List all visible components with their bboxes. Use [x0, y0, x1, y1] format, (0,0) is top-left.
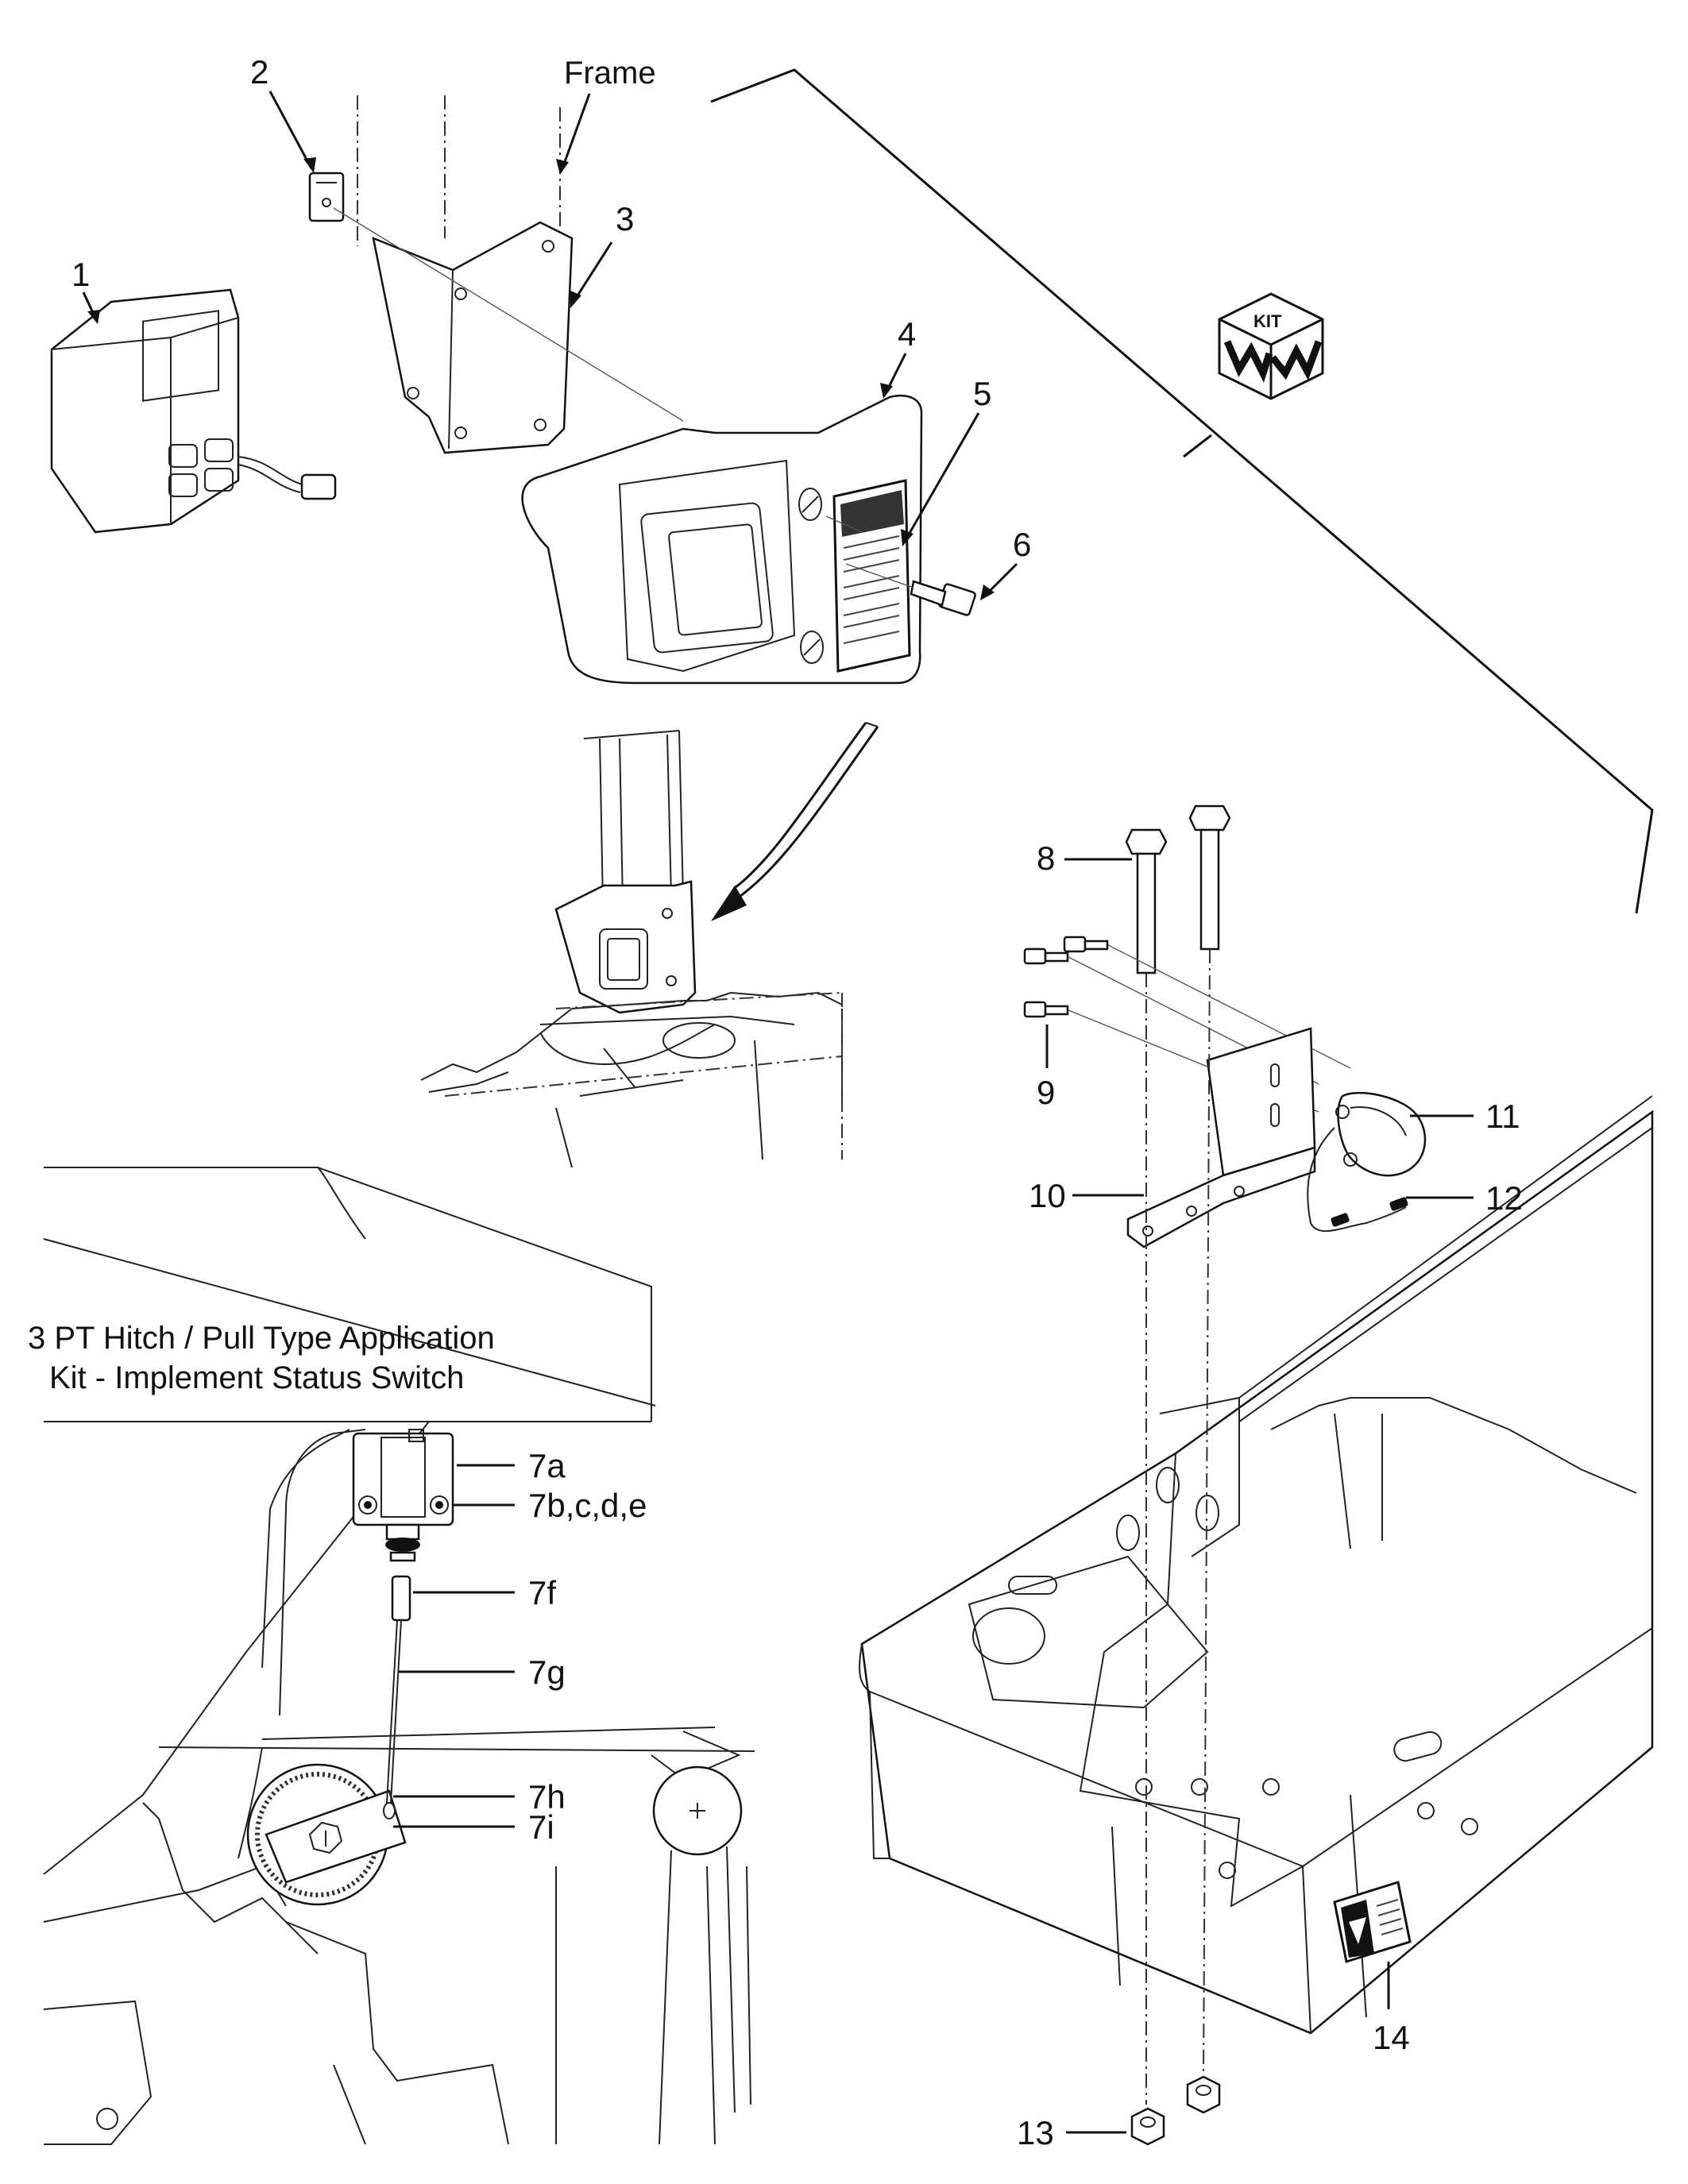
clip-item-2: [308, 172, 345, 222]
callout-group-hitch: 7a 7b,c,d,e 7f 7g 7h 7i: [393, 1447, 647, 1846]
decal-item-5: [825, 479, 911, 673]
switch-item-11: [1335, 1091, 1427, 1177]
callout-7f: 7f: [528, 1574, 556, 1611]
callout-14: 14: [1373, 2019, 1410, 2056]
callout-1: 1: [71, 256, 90, 293]
bracket-item-10: [1126, 1027, 1316, 1248]
kit-cube-icon: KIT: [1218, 292, 1324, 400]
callout-7h: 7h: [528, 1778, 566, 1815]
callout-3: 3: [616, 200, 634, 237]
frame-label: Frame: [564, 56, 656, 91]
angle-bracket-item-3: [333, 207, 684, 454]
caption-line-1: 3 PT Hitch / Pull Type Application: [28, 1321, 495, 1356]
installed-view: [420, 722, 879, 1168]
hitch-view: [43, 1167, 755, 2145]
callout-5: 5: [973, 375, 991, 412]
frame-phantom: [357, 95, 561, 246]
callout-11: 11: [1485, 1098, 1520, 1135]
kit-icon-text: KIT: [1253, 311, 1282, 331]
callout-7i: 7i: [528, 1808, 554, 1846]
callout-group-top: 2 Frame 3 1 4 5 6: [71, 53, 1031, 600]
callout-2: 2: [250, 53, 268, 91]
mount-plate-item-4: [521, 394, 923, 685]
caption-line-2: Kit - Implement Status Switch: [49, 1360, 464, 1395]
callout-7a: 7a: [528, 1447, 566, 1484]
callout-6: 6: [1013, 526, 1031, 563]
callout-7g: 7g: [528, 1653, 566, 1691]
callout-4: 4: [898, 315, 916, 353]
monitor-item-1: [50, 288, 337, 534]
centerlines: [1145, 948, 1211, 2105]
callout-8: 8: [1037, 839, 1055, 877]
bolts-item-8: [1125, 805, 1231, 974]
callout-group-right: 8 9 10 11 12 13 14: [1017, 839, 1523, 2151]
nuts-item-13: [1130, 2075, 1221, 2146]
screw-item-6: [845, 563, 976, 616]
warning-decal-icon: [1333, 1881, 1412, 1963]
kit-bracket-line: [710, 68, 1654, 914]
callout-7bcde: 7b,c,d,e: [528, 1487, 647, 1524]
harness-item-12: [1307, 1127, 1408, 1233]
callout-13: 13: [1017, 2114, 1054, 2151]
tractor-frame: [859, 1095, 1654, 2035]
callout-9: 9: [1037, 1074, 1055, 1111]
callout-12: 12: [1485, 1179, 1523, 1217]
callout-10: 10: [1029, 1177, 1066, 1214]
